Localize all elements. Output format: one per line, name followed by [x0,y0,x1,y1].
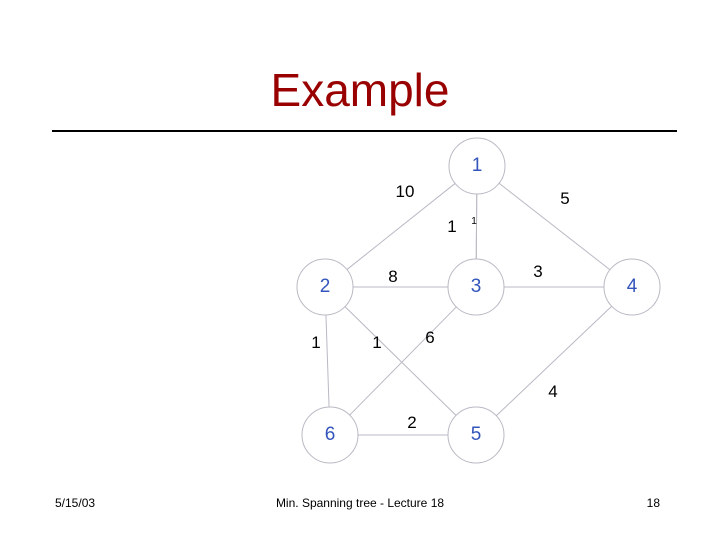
edge-layer [325,182,613,436]
node-layer [296,137,661,464]
graph-node-label-1: 1 [471,155,483,176]
graph-node-label-2: 2 [319,276,331,297]
graph-edge [325,314,330,408]
edge-weight-label: 1 [471,216,477,227]
graph-edge [475,193,478,260]
graph-node-circle [447,406,505,464]
page-title: Example [270,64,450,116]
graph-node-circle [301,406,359,464]
title-divider [52,130,677,132]
footer-page-number: 18 [646,496,660,510]
graph-edge [344,306,457,416]
edge-weight-label: 6 [425,328,435,347]
footer-date: 5/15/03 [55,496,96,510]
graph-node-circle [296,258,354,316]
edge-weight-label: 3 [533,262,543,281]
graph-node-label-5: 5 [470,424,482,445]
graph-edge [346,183,456,270]
graph-edge [498,182,611,271]
graph-node-label-3: 3 [470,276,482,297]
edge-weight-label: 8 [388,267,398,286]
edge-weight-label: 2 [407,413,417,432]
graph-node-circle [603,258,661,316]
graph-edge [495,305,613,417]
edge-weight-label: 10 [395,182,415,201]
graph-diagram: 1 2 3 4 5 6 10 1 1 5 8 3 1 1 6 4 2 [0,130,720,480]
graph-svg [296,137,661,464]
graph-node-label-6: 6 [324,424,336,445]
graph-node-circle [447,258,505,316]
footer-subject: Min. Spanning tree - Lecture 18 [275,496,445,510]
edge-weight-label: 4 [548,382,558,401]
edge-weight-label: 1 [372,333,382,352]
edge-weight-label: 1 [311,333,321,352]
edge-weight-label: 1 [447,217,457,236]
edge-weight-label: 5 [560,189,570,208]
graph-edge [349,306,457,416]
graph-node-label-4: 4 [626,276,638,297]
slide-footer: 5/15/03 Min. Spanning tree - Lecture 18 … [0,490,720,520]
graph-node-circle [448,137,506,195]
